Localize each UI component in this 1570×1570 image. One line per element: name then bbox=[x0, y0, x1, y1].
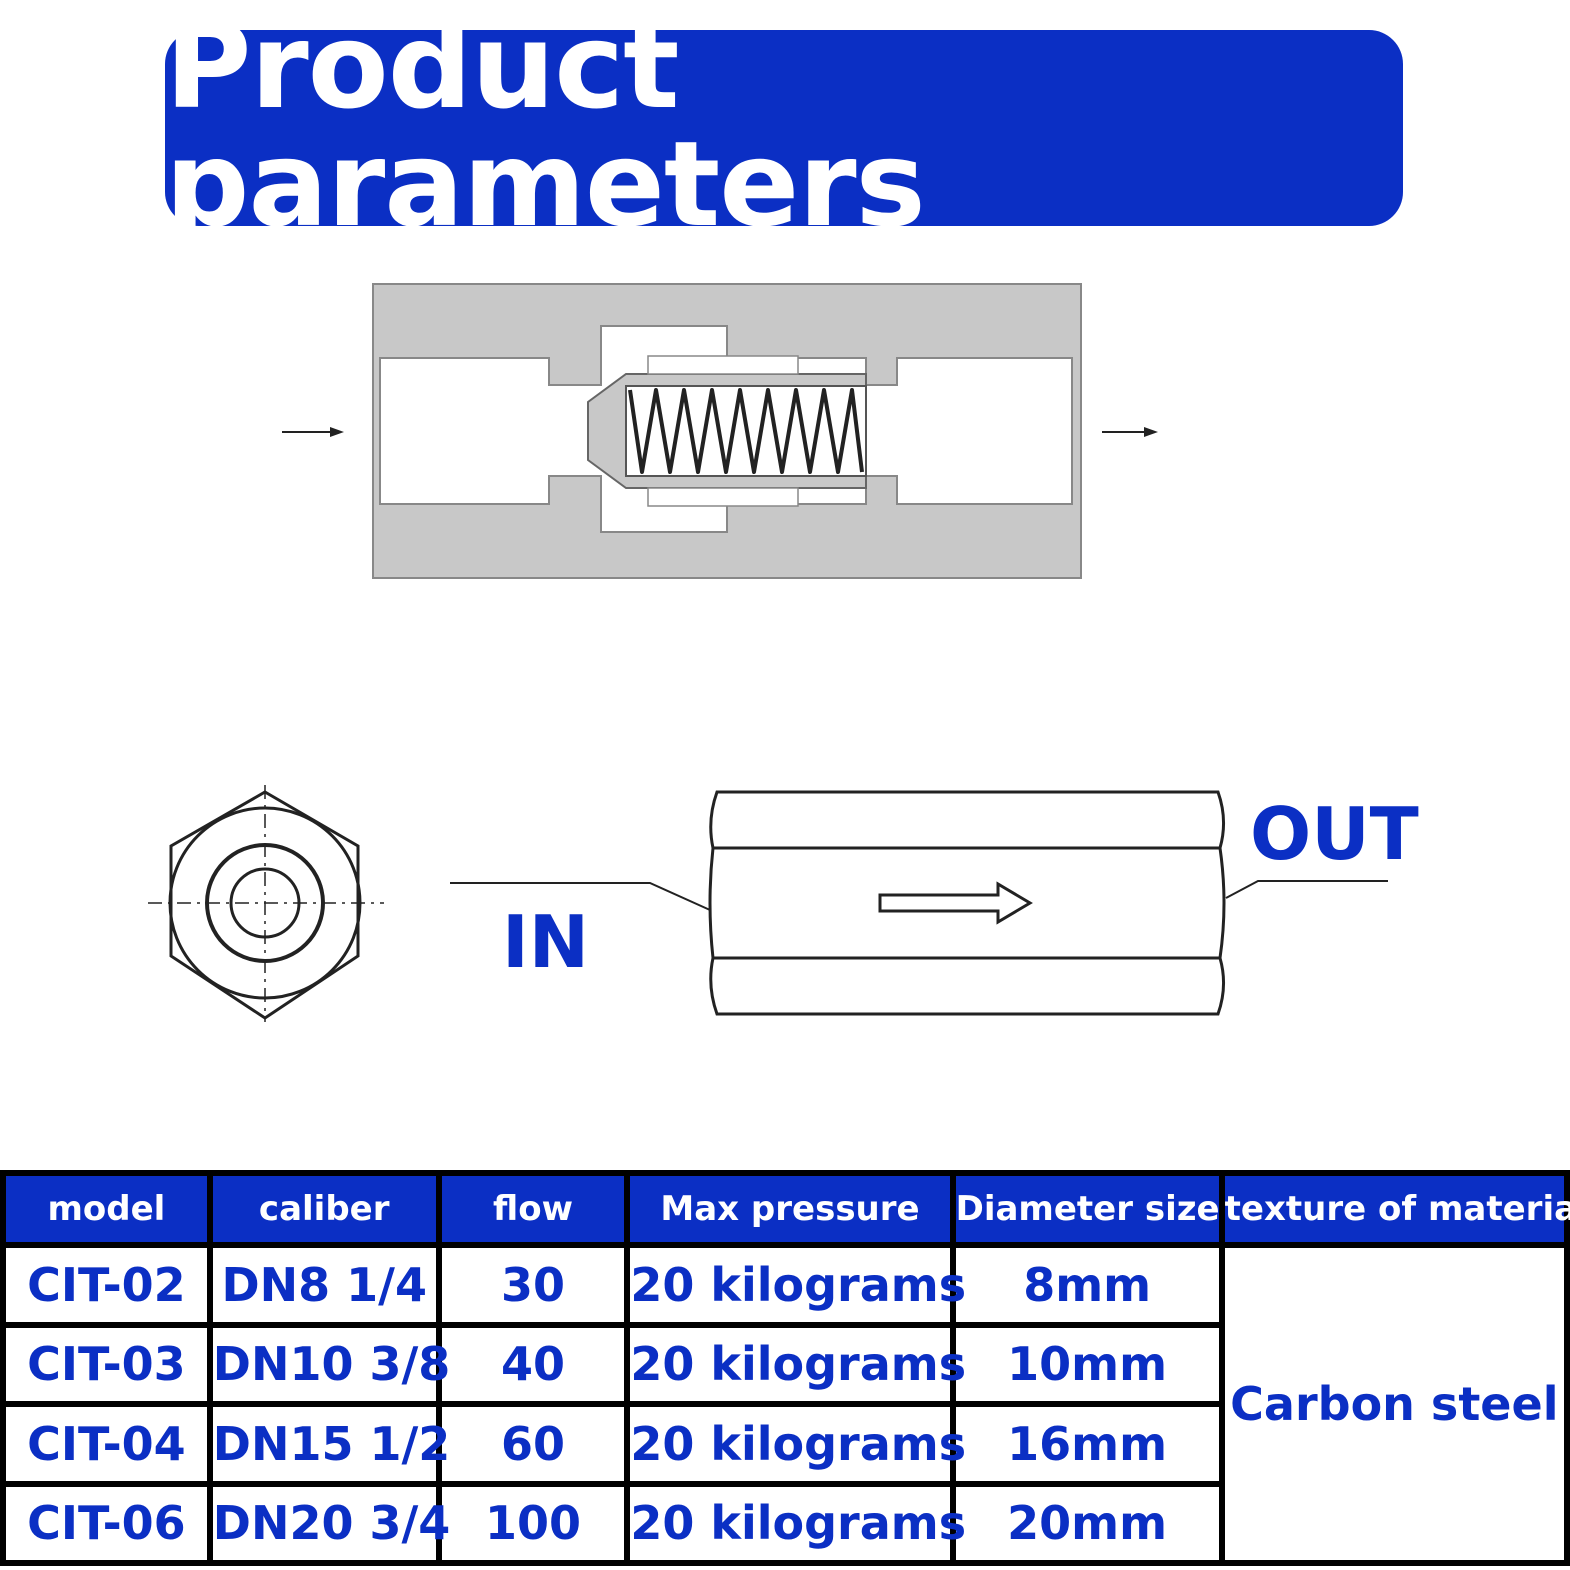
cell-caliber: DN15 1/2 bbox=[212, 1407, 450, 1481]
out-label: OUT bbox=[1250, 792, 1419, 876]
cell-flow: 40 bbox=[441, 1327, 625, 1401]
table-row: CIT-04 DN15 1/2 60 20 kilograms 16mm bbox=[6, 1407, 1564, 1481]
table-row: CIT-02 DN8 1/4 30 20 kilograms 8mm Carbo… bbox=[6, 1248, 1564, 1560]
cell-caliber: DN20 3/4 bbox=[212, 1486, 450, 1560]
cell-caliber: DN10 3/8 bbox=[212, 1327, 450, 1401]
title-banner: Product parameters bbox=[165, 7, 1403, 243]
valve-cross-section-diagram bbox=[282, 283, 1158, 579]
header-max-pressure: Max pressure bbox=[630, 1176, 950, 1242]
cell-model: CIT-06 bbox=[6, 1486, 207, 1560]
cell-max-pressure: 20 kilograms bbox=[630, 1248, 966, 1322]
cell-caliber: DN8 1/4 bbox=[212, 1248, 436, 1322]
table-row: CIT-06 DN20 3/4 100 20 kilograms 20mm bbox=[6, 1486, 1564, 1560]
cell-max-pressure: 20 kilograms bbox=[630, 1407, 966, 1481]
in-label: IN bbox=[502, 900, 590, 984]
valve-exterior-diagram bbox=[148, 785, 1388, 1022]
header-caliber: caliber bbox=[212, 1176, 436, 1242]
header-material: texture of material bbox=[1224, 1176, 1570, 1242]
cell-model: CIT-02 bbox=[6, 1248, 207, 1322]
cell-diameter-size: 8mm bbox=[955, 1248, 1219, 1322]
table-header-row: model caliber flow Max pressure Diameter… bbox=[6, 1176, 1570, 1242]
cell-flow: 30 bbox=[441, 1248, 625, 1322]
cell-diameter-size: 10mm bbox=[955, 1327, 1219, 1401]
cell-flow: 100 bbox=[441, 1486, 625, 1560]
cell-flow: 60 bbox=[441, 1407, 625, 1481]
cell-model: CIT-04 bbox=[6, 1407, 207, 1481]
cell-model: CIT-03 bbox=[6, 1327, 207, 1401]
spec-table: model caliber flow Max pressure Diameter… bbox=[0, 1170, 1570, 1566]
cell-diameter-size: 16mm bbox=[955, 1407, 1219, 1481]
header-flow: flow bbox=[441, 1176, 625, 1242]
page-title: Product parameters bbox=[165, 0, 926, 253]
cell-diameter-size: 20mm bbox=[955, 1486, 1219, 1560]
header-diameter-size: Diameter size bbox=[955, 1176, 1220, 1242]
table-row: CIT-03 DN10 3/8 40 20 kilograms 10mm bbox=[6, 1327, 1564, 1401]
cell-max-pressure: 20 kilograms bbox=[630, 1327, 966, 1401]
cell-material: Carbon steel bbox=[1224, 1248, 1564, 1560]
cell-max-pressure: 20 kilograms bbox=[630, 1486, 966, 1560]
header-model: model bbox=[6, 1176, 207, 1242]
